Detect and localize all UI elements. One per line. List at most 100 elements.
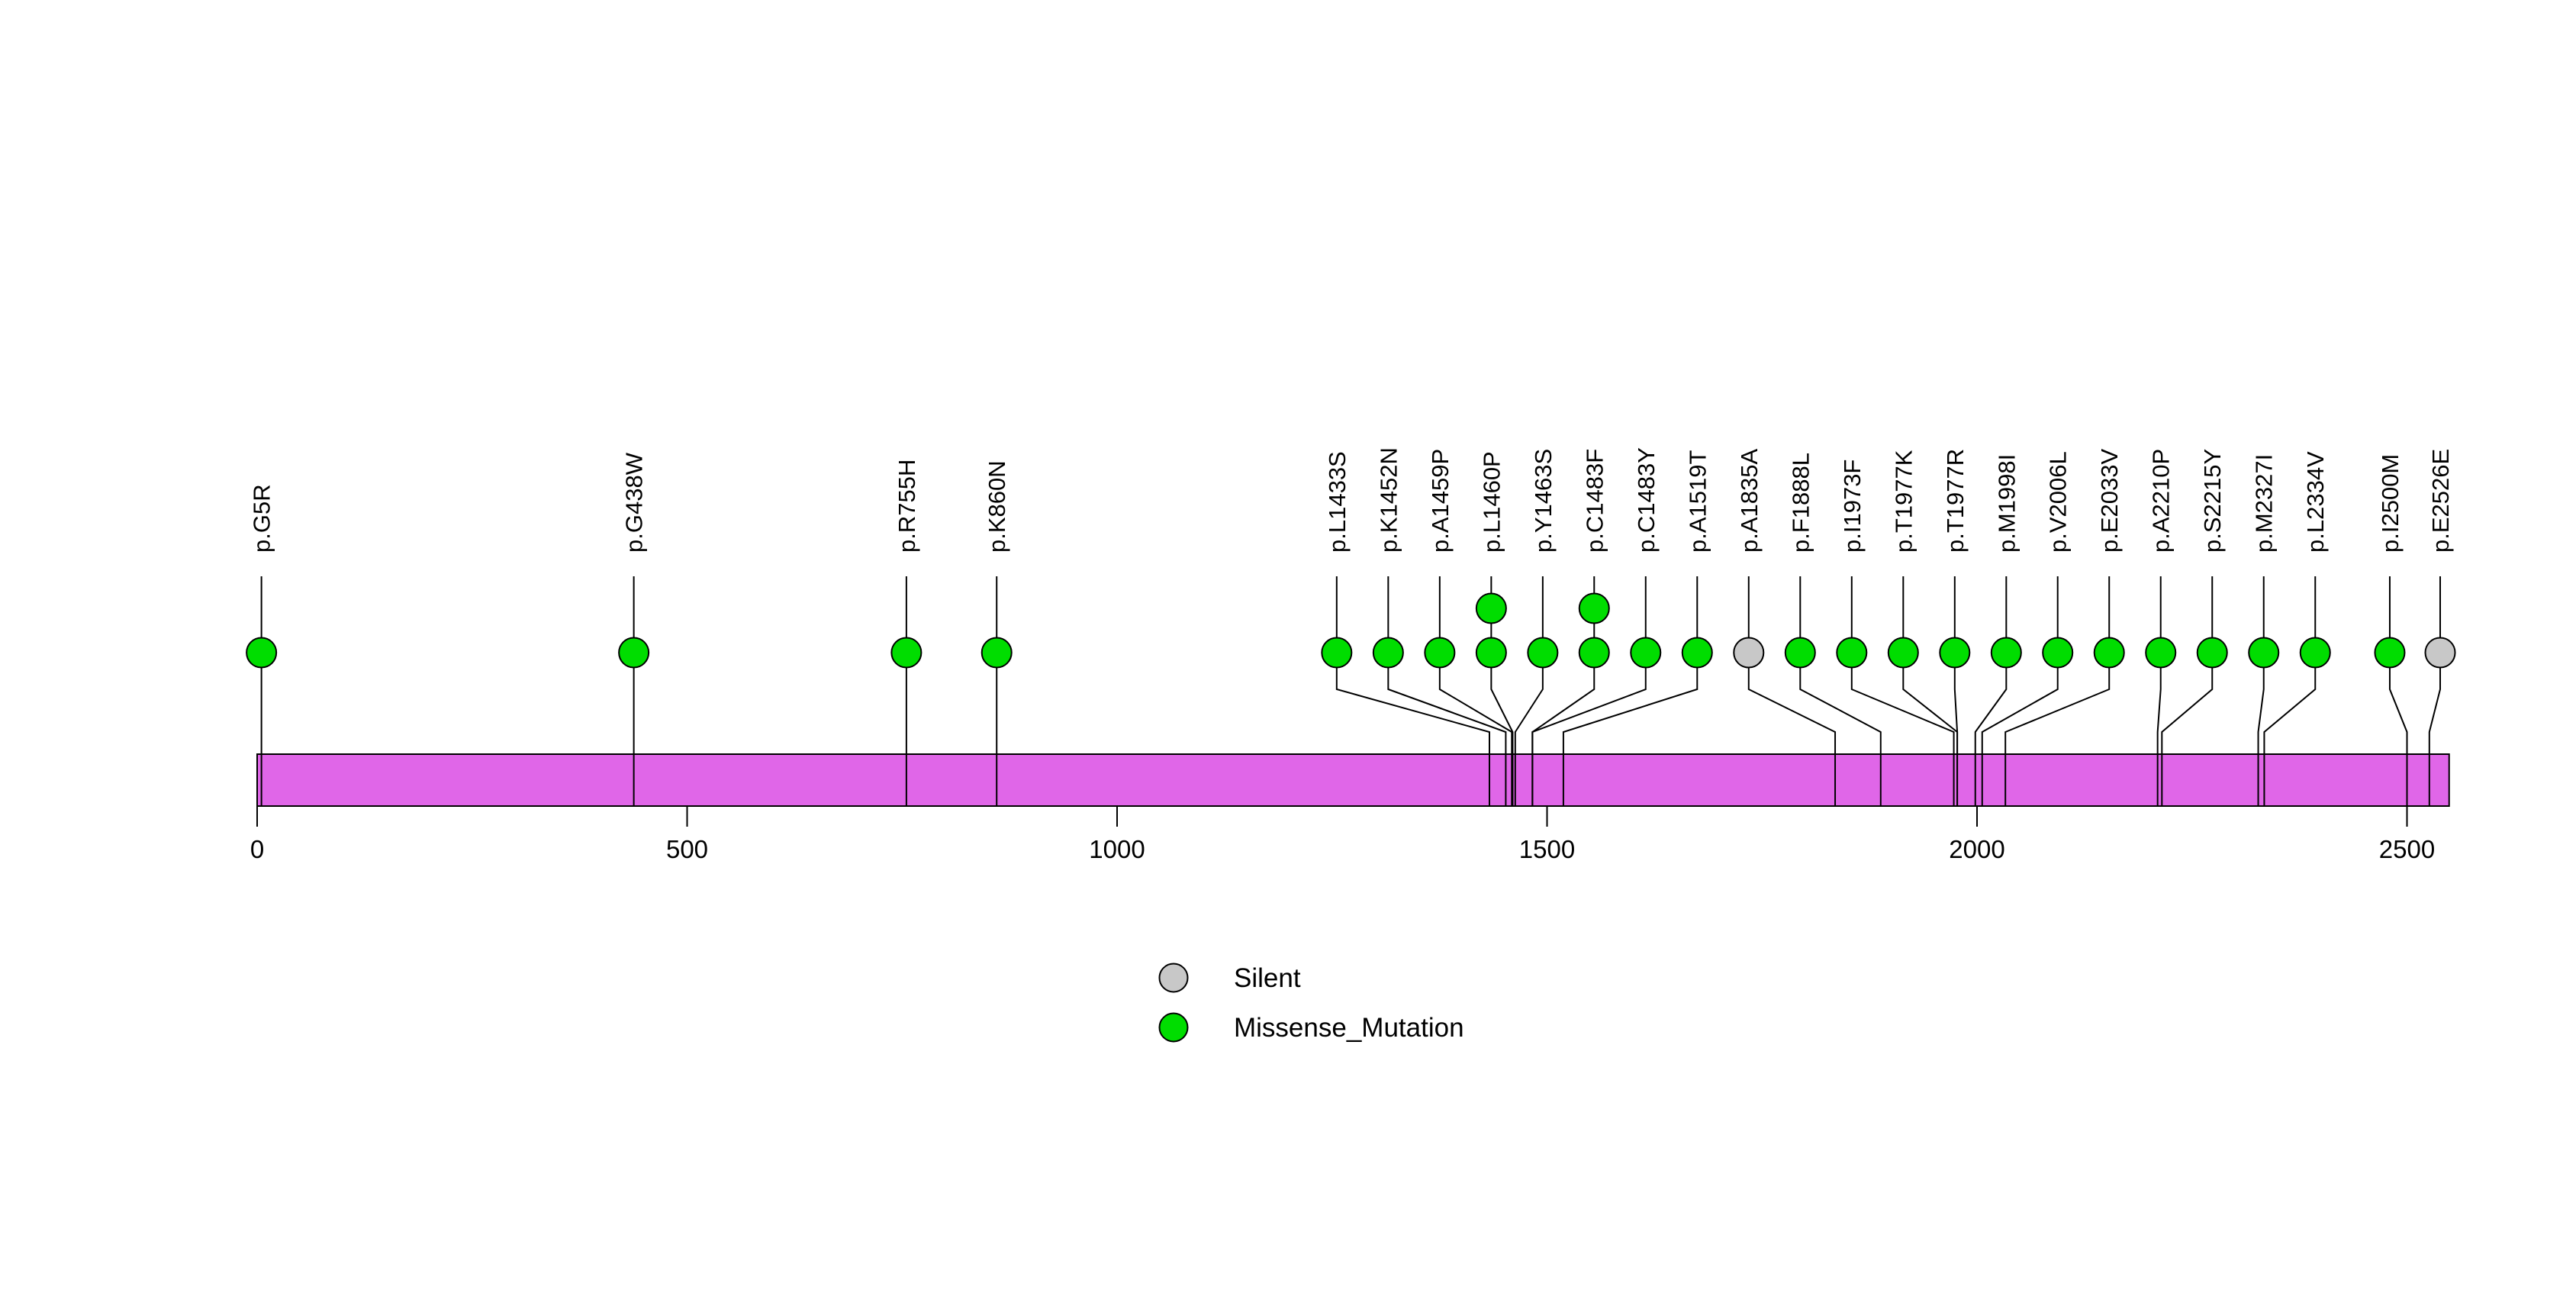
mutation-circle [2299, 637, 2331, 669]
mutation-stem-p.L2334V [2263, 576, 2317, 806]
mutation-stem-p.C1483Y [1531, 576, 1647, 806]
mutation-p.I1973F: p.I1973F [1836, 460, 1868, 669]
legend-label: Silent [1234, 963, 1301, 993]
mutation-stem-p.A1519T [1562, 576, 1699, 806]
mutation-label: p.Y1463S [1530, 449, 1557, 553]
legend-item-silent: Silent [1158, 963, 1301, 993]
mutation-circle [2424, 637, 2456, 669]
axis-tick-label: 500 [666, 835, 708, 863]
mutation-p.S2215Y: p.S2215Y [2196, 449, 2228, 669]
mutation-p.F1888L: p.F1888L [1784, 453, 1816, 669]
legend-label: Missense_Mutation [1234, 1013, 1464, 1043]
mutation-circle [246, 637, 278, 669]
mutation-circle [980, 637, 1013, 669]
mutation-p.G5R: p.G5R [246, 484, 278, 669]
mutation-p.A2210P: p.A2210P [2145, 449, 2177, 669]
mutation-circle [1475, 637, 1507, 669]
mutation-label: p.E2526E [2427, 449, 2454, 553]
mutation-p.T1977K: p.T1977K [1887, 450, 1919, 669]
axis-tick-label: 2500 [2379, 835, 2435, 863]
mutation-stem-p.E2526E [2428, 576, 2441, 806]
legend-item-missense_mutation: Missense_Mutation [1158, 1012, 1464, 1043]
mutation-label: p.A1835A [1736, 449, 1763, 553]
axis-tick-label: 0 [250, 835, 264, 863]
mutation-stem-p.T1977R [1953, 576, 1959, 806]
mutation-label: p.A2210P [2148, 449, 2175, 553]
mutation-circle [890, 637, 923, 669]
mutation-label: p.A1519T [1684, 450, 1711, 553]
mutation-p.M2327I: p.M2327I [2248, 454, 2280, 669]
mutation-stem-p.S2215Y [2161, 576, 2214, 806]
axis-tick-label: 1500 [1519, 835, 1575, 863]
mutation-circle [2145, 637, 2177, 669]
mutation-circle [1836, 637, 1868, 669]
mutation-circle [1578, 637, 1610, 669]
mutation-label: p.R755H [894, 460, 920, 553]
mutation-circle [1527, 637, 1559, 669]
mutation-label: p.T1977R [1942, 449, 1969, 553]
mutation-circle [2374, 637, 2406, 669]
mutation-label: p.E2033V [2096, 449, 2123, 553]
mutation-circle [1578, 592, 1610, 624]
mutation-p.K1452N: p.K1452N [1372, 447, 1404, 669]
mutation-stem-p.M1998I [1974, 576, 2008, 806]
mutation-p.Y1463S: p.Y1463S [1527, 449, 1559, 669]
mutation-stem-p.A1459P [1438, 576, 1513, 806]
mutation-label: p.I1973F [1839, 460, 1866, 553]
mutation-circle [1681, 637, 1713, 669]
axis-tick-label: 2000 [1949, 835, 2004, 863]
protein-bar-outline [256, 753, 2450, 807]
mutation-stem-p.K1452N [1387, 576, 1507, 806]
mutation-label: p.V2006L [2045, 451, 2072, 553]
mutation-label: p.K860N [984, 460, 1010, 553]
mutation-stem-p.V2006L [1981, 576, 2059, 806]
mutation-p.T1977R: p.T1977R [1939, 449, 1971, 669]
mutation-stem-p.F1888L [1799, 576, 1882, 806]
mutation-circle [2042, 637, 2074, 669]
mutation-p.L2334V: p.L2334V [2299, 451, 2331, 669]
mutation-stem-p.E2033V [2004, 576, 2111, 806]
legend-swatch [1158, 1012, 1189, 1043]
mutation-p.C1483F: p.C1483F [1578, 449, 1610, 669]
mutation-p.R755H: p.R755H [890, 460, 923, 669]
mutation-stem-p.L1433S [1335, 576, 1490, 806]
mutation-label: p.G5R [249, 484, 275, 553]
mutation-stem-p.L1460P [1490, 576, 1514, 806]
mutation-stems [260, 576, 2441, 806]
mutation-circle [1475, 592, 1507, 624]
mutation-label: p.M2327I [2251, 454, 2278, 553]
mutation-p.A1835A: p.A1835A [1733, 449, 1765, 669]
mutation-label: p.L1460P [1478, 451, 1505, 553]
mutation-label: p.C1483F [1581, 449, 1608, 553]
mutation-circle [1321, 637, 1353, 669]
mutation-stem-p.Y1463S [1514, 576, 1544, 806]
mutation-p.A1519T: p.A1519T [1681, 450, 1713, 669]
mutation-circle [1630, 637, 1662, 669]
mutation-circle [1733, 637, 1765, 669]
axis-tick-label: 1000 [1089, 835, 1145, 863]
mutation-circle [2093, 637, 2125, 669]
mutation-p.M1998I: p.M1998I [1990, 454, 2022, 669]
mutation-circle [1887, 637, 1919, 669]
x-axis: 0 500 1000 1500 2000 2500 [250, 806, 2435, 863]
mutation-stem-p.A2210P [2156, 576, 2162, 806]
mutation-stem-p.M2327I [2257, 576, 2265, 806]
mutation-p.K860N: p.K860N [980, 460, 1013, 669]
mutation-label: p.M1998I [1993, 454, 2020, 553]
protein-bar [257, 754, 2449, 806]
mutation-circle [618, 637, 650, 669]
mutation-label: p.L2334V [2302, 451, 2329, 553]
mutation-p.C1483Y: p.C1483Y [1630, 447, 1662, 669]
legend-swatch [1158, 963, 1189, 993]
mutation-label: p.F1888L [1787, 453, 1814, 553]
mutation-circle [1990, 637, 2022, 669]
mutation-circle [1784, 637, 1816, 669]
mutation-label: p.S2215Y [2199, 449, 2226, 553]
mutation-label: p.I2500M [2377, 454, 2404, 553]
mutation-label: p.C1483Y [1633, 447, 1660, 553]
mutation-p.L1433S: p.L1433S [1321, 451, 1353, 669]
mutation-circle [2248, 637, 2280, 669]
mutation-circle [1424, 637, 1456, 669]
